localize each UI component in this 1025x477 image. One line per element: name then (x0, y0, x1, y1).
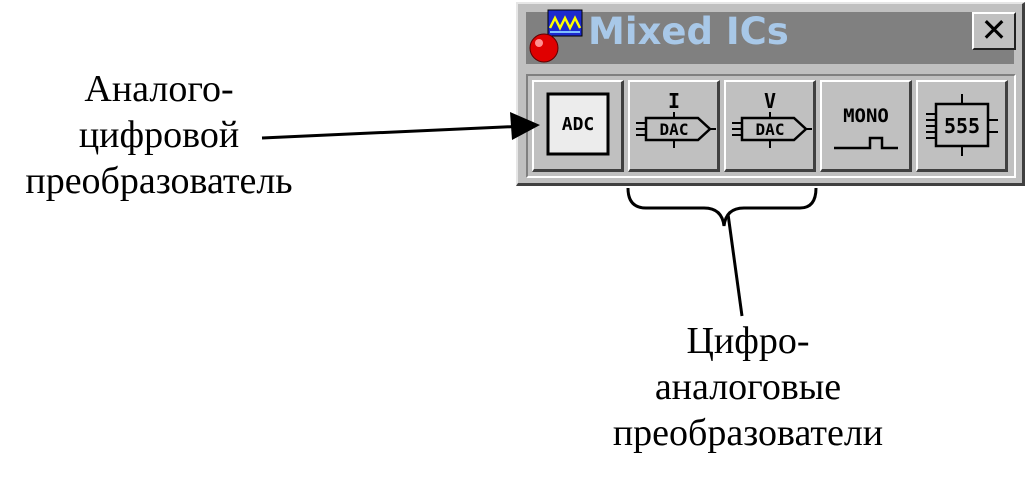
adc-arrow (261, 112, 540, 140)
adc-caption-line-1: Аналого- (84, 68, 234, 110)
component-toolbar: ADC I DAC V (526, 74, 1016, 178)
timer-555-label: 555 (944, 114, 980, 138)
dac-caption: Цифро- аналоговые преобразователи (578, 318, 918, 456)
dac-brace (626, 187, 818, 227)
current-dac-icon: I DAC (636, 89, 716, 148)
title-bar[interactable] (526, 12, 1014, 64)
monostable-icon: MONO (834, 105, 898, 150)
mixed-ics-palette-window: Mixed ICs ✕ ADC I DAC (516, 2, 1025, 186)
adc-icon: ADC (546, 92, 610, 156)
adc-caption: Аналого- цифровой преобразователь (0, 66, 318, 204)
adc-label: ADC (562, 114, 595, 135)
timer-555-icon: 555 (926, 94, 998, 156)
vdac-label: DAC (756, 120, 785, 139)
adc-caption-line-3: преобразователь (25, 160, 293, 202)
close-button[interactable]: ✕ (972, 12, 1016, 50)
mono-label: MONO (843, 105, 889, 127)
mixed-ics-app-icon (529, 9, 583, 63)
idac-label: DAC (660, 120, 689, 139)
dac-pointer-line (726, 213, 744, 317)
dac-caption-line-1: Цифро- (686, 320, 810, 362)
window-title: Mixed ICs (588, 10, 789, 53)
voltage-dac-button[interactable]: V DAC (724, 80, 816, 172)
vdac-top-label: V (764, 89, 776, 113)
monostable-button[interactable]: MONO (820, 80, 912, 172)
idac-top-label: I (668, 89, 680, 113)
timer-555-button[interactable]: 555 (916, 80, 1008, 172)
adc-caption-line-2: цифровой (78, 114, 240, 156)
voltage-dac-icon: V DAC (732, 89, 812, 148)
close-icon: ✕ (980, 11, 1008, 49)
dac-caption-line-3: преобразователи (612, 412, 884, 454)
current-dac-button[interactable]: I DAC (628, 80, 720, 172)
dac-caption-line-2: аналоговые (654, 366, 842, 408)
